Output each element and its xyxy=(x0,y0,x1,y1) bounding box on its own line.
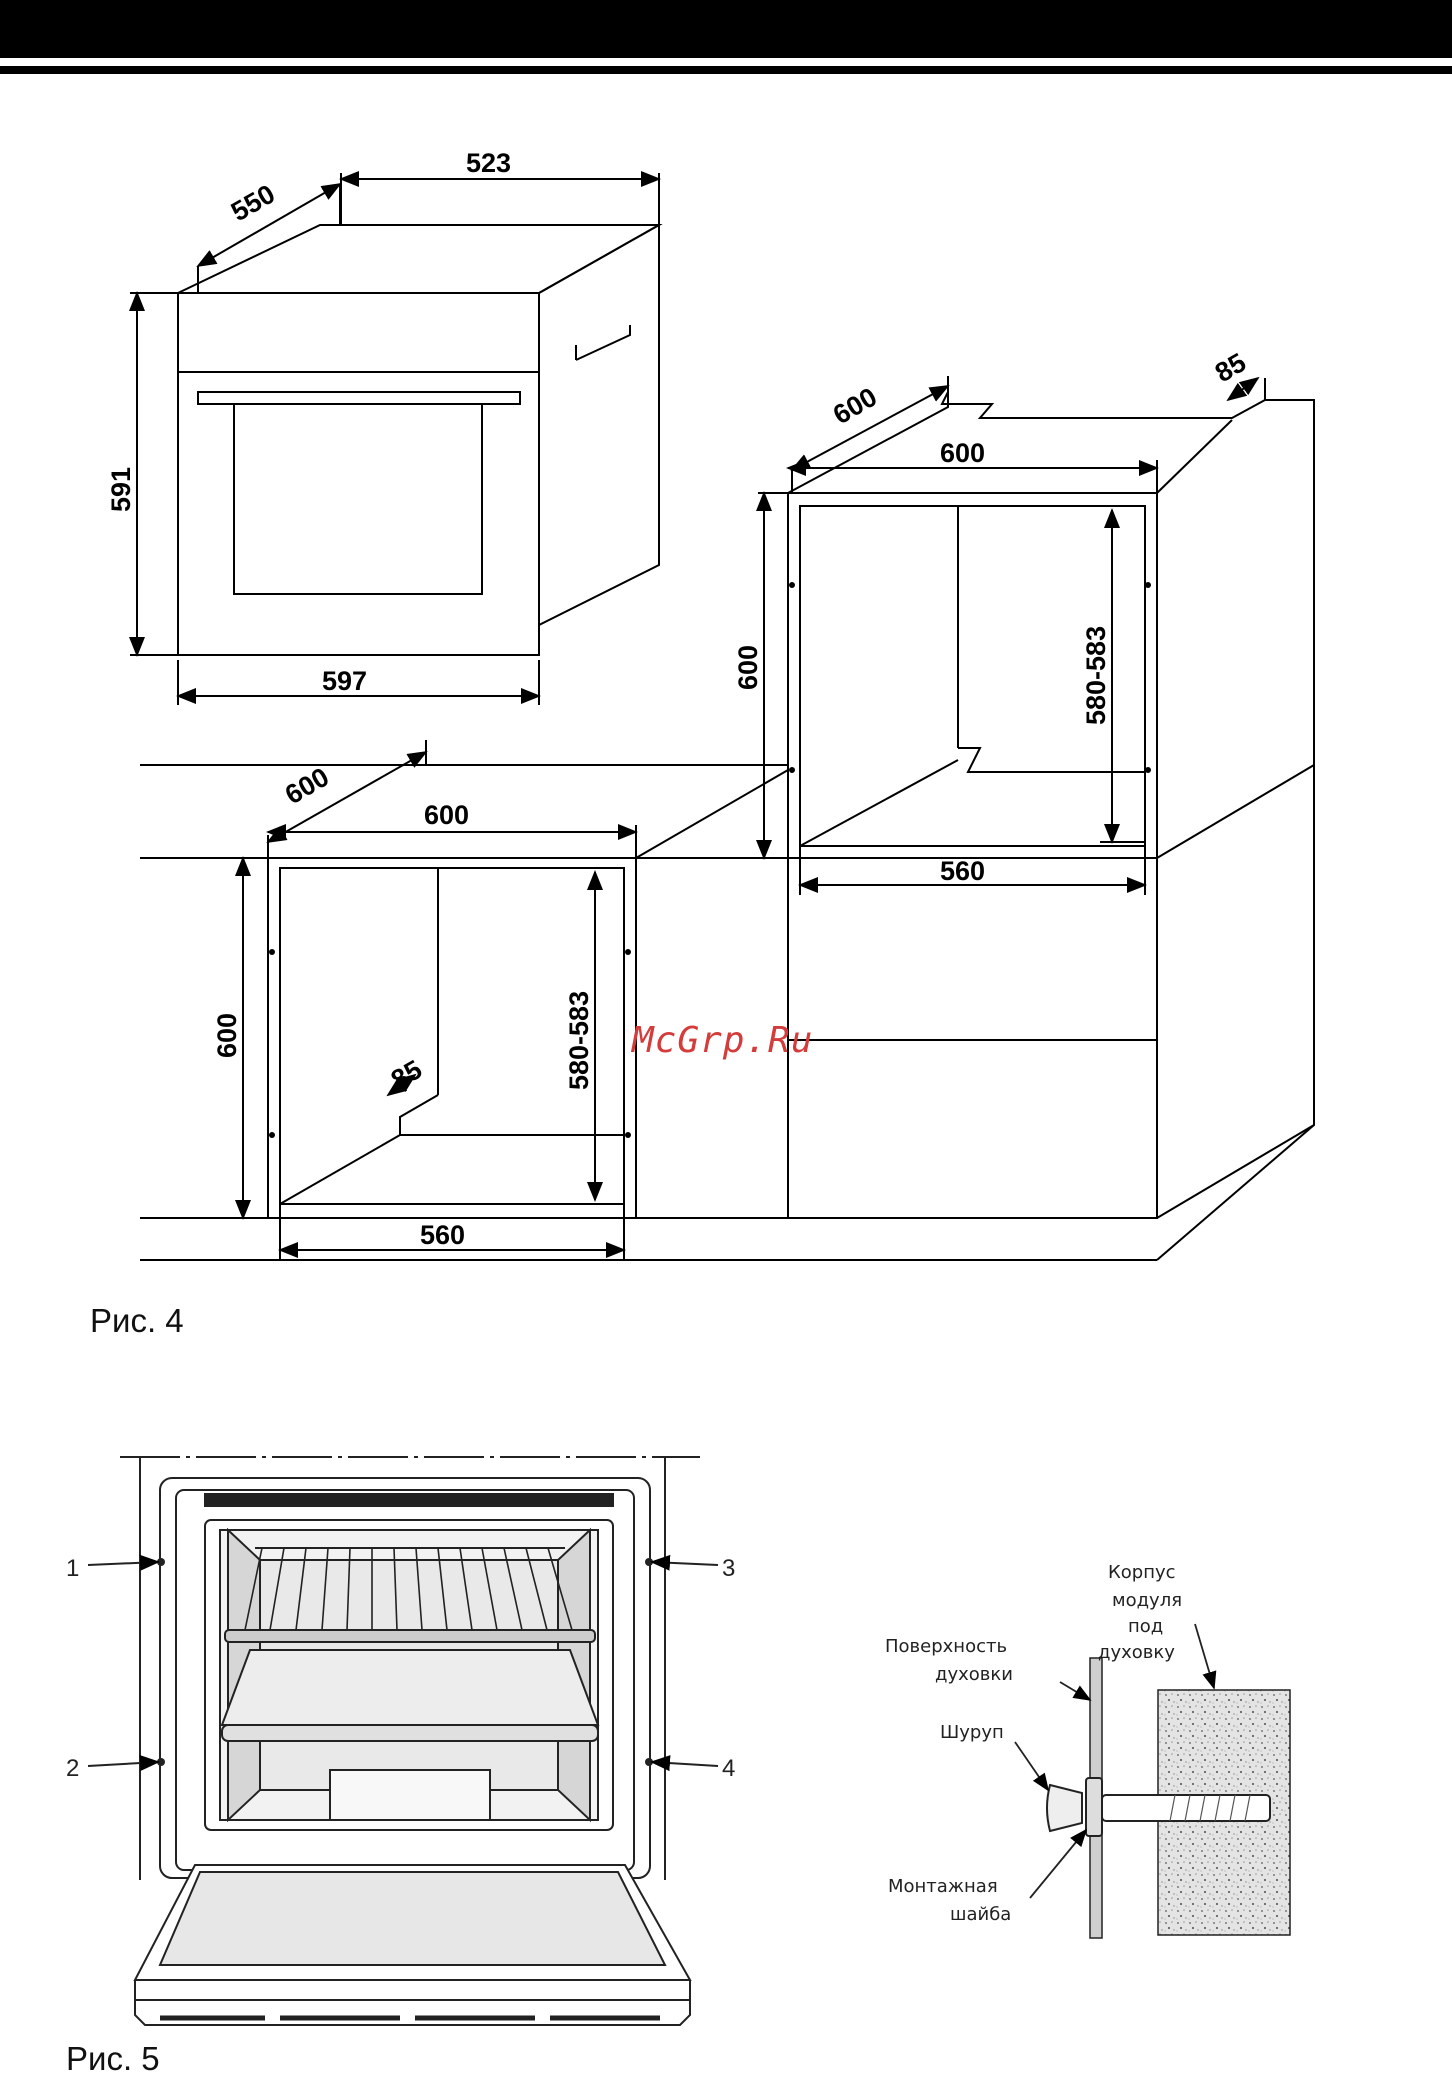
callout-4: 4 xyxy=(722,1755,735,1782)
column-depth-label: 600 xyxy=(828,382,882,431)
column-inner-width-label: 560 xyxy=(940,856,985,886)
screw-label: Шуруп xyxy=(940,1722,1004,1743)
oven-depth-label: 550 xyxy=(226,179,280,228)
column-width-label: 600 xyxy=(940,438,985,468)
base-height-label: 600 xyxy=(212,1013,242,1058)
watermark: McGrp.Ru xyxy=(632,1020,813,1061)
washer-label-line-1: Монтажная xyxy=(888,1876,998,1897)
column-height-label: 600 xyxy=(733,645,763,690)
body-label-line-2: модуля xyxy=(1112,1590,1182,1611)
figure-5-caption: Рис. 5 xyxy=(66,2040,160,2078)
mounting-detail xyxy=(1015,1624,1290,1938)
base-inner-height-label: 580-583 xyxy=(564,991,594,1090)
callout-3: 3 xyxy=(722,1555,735,1582)
column-inner-height-label: 580-583 xyxy=(1081,626,1111,725)
washer-label-line-2: шайба xyxy=(950,1904,1011,1925)
oven-width-front-label: 597 xyxy=(322,666,367,696)
base-inner-width-label: 560 xyxy=(420,1220,465,1250)
oven-outline xyxy=(178,225,659,655)
base-depth-label: 600 xyxy=(280,762,334,811)
base-width-label: 600 xyxy=(424,800,469,830)
callout-2: 2 xyxy=(66,1755,79,1782)
column-vent-label: 85 xyxy=(1210,347,1251,388)
oven-height-label: 591 xyxy=(106,467,136,512)
body-label-line-4: духовку xyxy=(1098,1642,1175,1663)
body-label-line-1: Корпус xyxy=(1108,1562,1176,1583)
countertop-lines xyxy=(140,765,1314,1260)
oven-width-top-label: 523 xyxy=(466,148,511,178)
base-vent-label: 85 xyxy=(386,1054,427,1095)
surface-label-line-1: Поверхность xyxy=(885,1636,1007,1657)
figure-4-caption: Рис. 4 xyxy=(90,1302,184,1340)
oven-front-view xyxy=(120,1457,700,2025)
surface-label-line-2: духовки xyxy=(935,1664,1013,1685)
callout-1: 1 xyxy=(66,1555,79,1582)
column-cabinet xyxy=(788,392,1314,1218)
body-label-line-3: под xyxy=(1128,1616,1163,1637)
